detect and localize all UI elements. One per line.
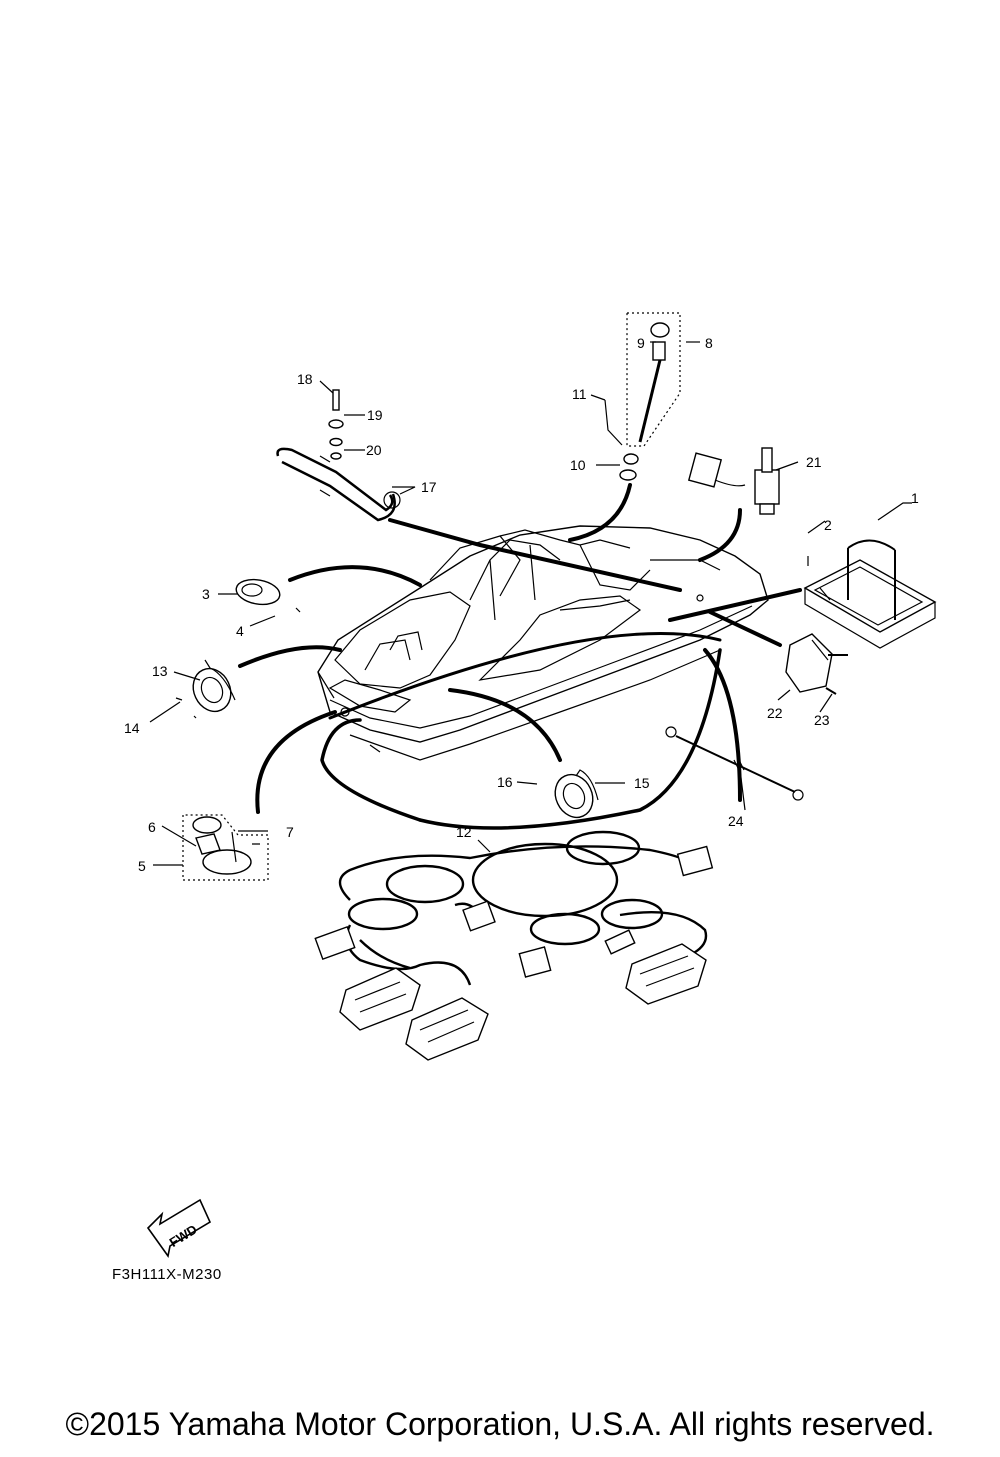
callout-labels: 1 2 3 4 5 6 7 8 9 10 11 12 13 14 15 16 1… [124, 335, 919, 874]
callout-14: 14 [124, 720, 140, 736]
fwd-arrow-icon: FWD [146, 1198, 212, 1258]
part-3-4-cleat [235, 578, 301, 613]
part-21-sensor [687, 447, 780, 515]
callout-leaders [149, 341, 912, 866]
callout-6: 6 [148, 819, 156, 835]
part-1-battery-box [803, 539, 937, 649]
part-8-11-dipstick [604, 312, 681, 481]
callout-15: 15 [634, 775, 650, 791]
copyright-notice: ©2015 Yamaha Motor Corporation, U.S.A. A… [65, 1406, 935, 1442]
callout-10: 10 [570, 457, 586, 473]
callout-20: 20 [366, 442, 382, 458]
callout-19: 19 [367, 407, 383, 423]
callout-22: 22 [767, 705, 783, 721]
callout-2: 2 [824, 517, 832, 533]
part-24-cable [665, 726, 804, 801]
part-5-7-light [182, 814, 269, 881]
callout-4: 4 [236, 623, 244, 639]
callout-18: 18 [297, 371, 313, 387]
callout-8: 8 [705, 335, 713, 351]
callout-21: 21 [806, 454, 822, 470]
callout-1: 1 [911, 490, 919, 506]
assembly-leader-lines [238, 483, 802, 830]
part-22-23-box [785, 633, 848, 695]
callout-24: 24 [728, 813, 744, 829]
wire-harness [314, 830, 714, 1061]
part-15-16-speaker [554, 769, 599, 819]
callout-23: 23 [814, 712, 830, 728]
boat-hull [317, 525, 769, 761]
callout-9: 9 [637, 335, 645, 351]
part-13-14-speaker [175, 659, 236, 719]
drawing-code: F3H111X-M230 [112, 1266, 222, 1283]
callout-16: 16 [497, 774, 513, 790]
part-18-20-bolt [328, 389, 344, 460]
callout-11: 11 [572, 386, 587, 402]
callout-7: 7 [286, 824, 294, 840]
callout-12: 12 [456, 824, 472, 840]
callout-5: 5 [138, 858, 146, 874]
callout-13: 13 [152, 663, 168, 679]
callout-17: 17 [421, 479, 437, 495]
part-17-hand-rail [276, 447, 401, 522]
callout-3: 3 [202, 586, 210, 602]
